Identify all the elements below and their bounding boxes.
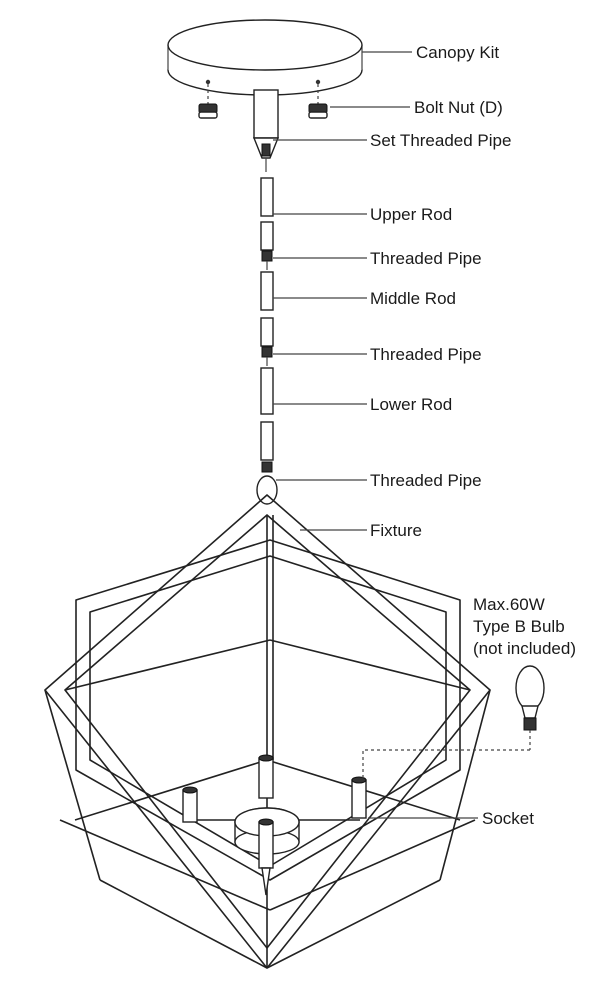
label-bulb-note: (not included) (473, 639, 576, 658)
canopy-kit (167, 19, 363, 96)
bolt-nut-right (308, 84, 328, 119)
threaded-pipe-2 (261, 346, 273, 366)
label-canopy-kit: Canopy Kit (416, 43, 499, 62)
label-fixture: Fixture (370, 521, 422, 540)
leader-lines (273, 51, 478, 819)
threaded-pipe-1 (261, 250, 273, 270)
label-bulb-type: Type B Bulb (473, 617, 565, 636)
socket-cluster (182, 754, 367, 896)
label-lower-rod: Lower Rod (370, 395, 452, 414)
set-threaded-pipe (252, 89, 280, 172)
label-middle-rod: Middle Rod (370, 289, 456, 308)
label-threaded-pipe-3: Threaded Pipe (370, 471, 482, 490)
label-threaded-pipe-1: Threaded Pipe (370, 249, 482, 268)
lower-rod (260, 367, 274, 461)
upper-rod (260, 177, 274, 251)
label-bolt-nut: Bolt Nut (D) (414, 98, 503, 117)
bolt-nut-left (198, 84, 218, 119)
label-socket: Socket (482, 809, 534, 828)
fixture-frame (44, 494, 491, 969)
bulb-icon (362, 665, 545, 780)
label-set-threaded-pipe: Set Threaded Pipe (370, 131, 511, 150)
threaded-pipe-3 (256, 461, 278, 505)
middle-rod (260, 271, 274, 347)
label-threaded-pipe-2: Threaded Pipe (370, 345, 482, 364)
label-bulb-wattage: Max.60W (473, 595, 545, 614)
label-upper-rod: Upper Rod (370, 205, 452, 224)
